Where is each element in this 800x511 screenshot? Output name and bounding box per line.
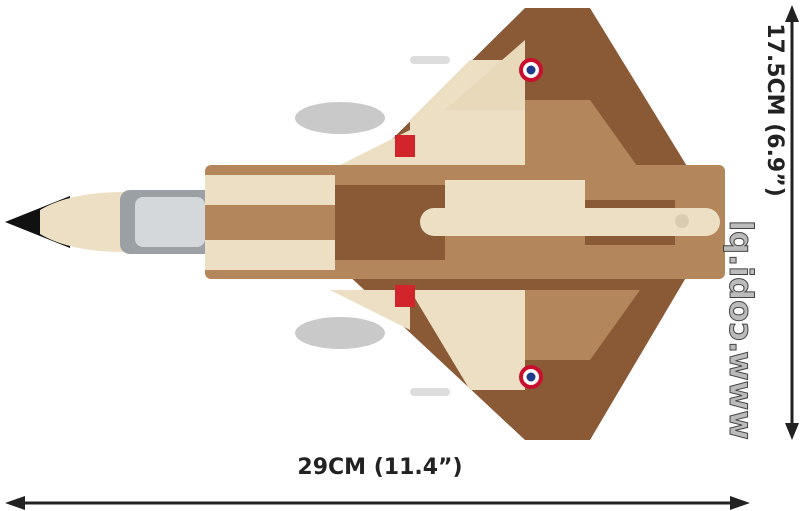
fuel-tanks xyxy=(295,56,450,396)
roundel-icon xyxy=(519,58,543,389)
watermark: www.cobi.pl xyxy=(722,220,761,441)
fuselage xyxy=(5,165,725,279)
width-dimension-label: 17.5CM (6.9”) xyxy=(762,23,787,197)
dimension-arrows xyxy=(5,5,799,510)
length-dimension-label: 29CM (11.4”) xyxy=(297,455,463,480)
